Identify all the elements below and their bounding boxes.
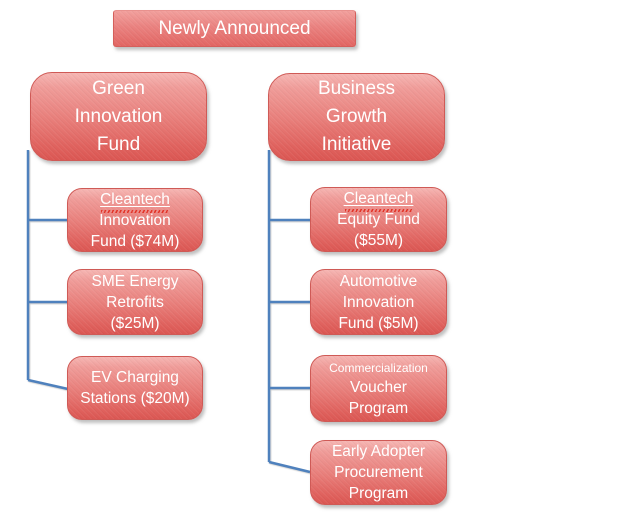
node-label-line: Innovation: [74, 105, 163, 127]
node-label-line: Procurement: [334, 464, 423, 481]
node-label-line: Fund ($5M): [338, 314, 419, 332]
node-sme-energy-retrofits: SME Energy Retrofits ($25M): [67, 269, 203, 335]
title-label: Newly Announced: [158, 18, 311, 39]
node-ev-charging-stations: EV Charging Stations ($20M): [67, 356, 203, 420]
right-branch-line-4: [268, 460, 311, 474]
node-business-growth-initiative: Business Growth Initiative: [268, 73, 445, 161]
node-label-line: Growth: [325, 106, 388, 127]
title-node-newly-announced: Newly Announced: [113, 10, 356, 47]
node-label-line: Retrofits: [106, 293, 164, 311]
node-cleantech-innovation-fund: Cleantech Innovation Fund ($74M): [67, 188, 203, 252]
node-label-line: Voucher: [350, 379, 407, 396]
node-label-line: Program: [348, 485, 409, 502]
node-label-line: Initiative: [321, 134, 392, 155]
node-label-line: Innovation: [342, 293, 415, 311]
node-automotive-innovation-fund: Automotive Innovation Fund ($5M): [310, 269, 447, 335]
node-early-adopter-procurement-program: Early Adopter Procurement Program: [310, 440, 447, 505]
node-label-line: Automotive: [339, 272, 418, 290]
node-label-line: Stations ($20M): [80, 390, 190, 407]
node-label-line: Early Adopter: [331, 443, 426, 460]
node-label-line: ($25M): [110, 314, 160, 332]
node-label-line: Business: [317, 78, 396, 99]
node-label-line: ($55M): [353, 232, 404, 249]
node-label-line: Innovation: [99, 211, 171, 229]
node-label-line: Green: [92, 77, 145, 99]
node-label-line: Commercialization: [329, 361, 428, 375]
node-label-line: Fund: [96, 133, 141, 155]
node-label-line: Fund ($74M): [90, 232, 180, 250]
node-label-line-misspelled: Cleantech: [100, 190, 170, 213]
node-commercialization-voucher-program: Commercialization Voucher Program: [310, 355, 447, 422]
node-label-line: Program: [348, 400, 409, 417]
node-label-line: EV Charging: [91, 369, 179, 386]
node-cleantech-equity-fund: Cleantech Equity Fund ($55M): [310, 187, 447, 252]
left-branch-line-3: [27, 378, 69, 391]
node-label-line-misspelled: Cleantech: [343, 190, 414, 212]
node-green-innovation-fund: Green Innovation Fund: [30, 72, 207, 161]
node-label-line: Equity Fund: [337, 211, 420, 228]
node-label-line: SME Energy: [91, 272, 179, 290]
